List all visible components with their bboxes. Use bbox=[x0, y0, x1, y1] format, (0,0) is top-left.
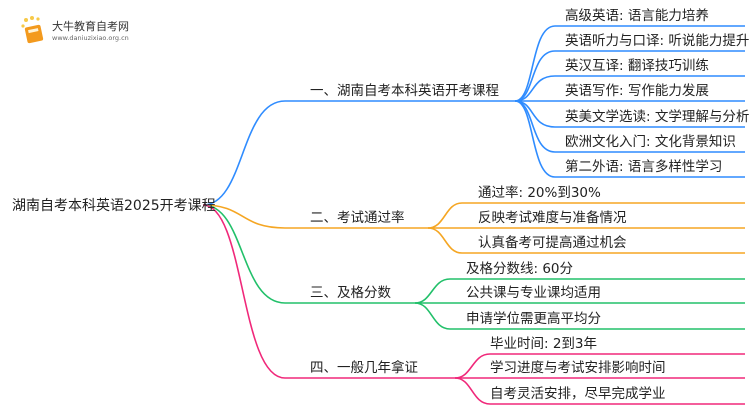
branch-1-item: 欧洲文化入门: 文化背景知识 bbox=[565, 134, 736, 150]
branch-2-label: 二、考试通过率 bbox=[310, 210, 405, 226]
root-topic: 湖南自考本科英语2025开考课程 bbox=[12, 198, 216, 214]
branch-1-item: 第二外语: 语言多样性学习 bbox=[565, 159, 723, 175]
branch-3-item: 及格分数线: 60分 bbox=[466, 261, 574, 277]
branch-1-label: 一、湖南自考本科英语开考课程 bbox=[310, 83, 499, 99]
branch-2-item: 认真备考可提高通过机会 bbox=[478, 235, 627, 251]
branch-3-item: 申请学位需更高平均分 bbox=[466, 311, 601, 327]
branch-1-item: 英语写作: 写作能力发展 bbox=[565, 83, 709, 99]
branch-1-item: 英汉互译: 翻译技巧训练 bbox=[565, 58, 709, 74]
logo-title: 大牛教育自考网 bbox=[52, 20, 129, 33]
branch-3-connectors bbox=[202, 204, 745, 330]
logo: 大牛教育自考网 www.daniuzixiao.org.cn bbox=[20, 16, 180, 46]
branch-1-item: 英美文学选读: 文学理解与分析 bbox=[565, 109, 750, 125]
branch-4-connectors bbox=[202, 204, 745, 405]
branch-1-item: 英语听力与口译: 听说能力提升 bbox=[565, 33, 750, 49]
branch-2-item: 反映考试难度与准备情况 bbox=[478, 210, 627, 226]
branch-4-item: 自考灵活安排，尽早完成学业 bbox=[490, 386, 666, 402]
branch-2-item: 通过率: 20%到30% bbox=[478, 185, 601, 201]
branch-3-item: 公共课与专业课均适用 bbox=[466, 285, 601, 301]
branch-4-label: 四、一般几年拿证 bbox=[310, 360, 418, 376]
branch-2-connectors bbox=[202, 202, 745, 254]
logo-url: www.daniuzixiao.org.cn bbox=[52, 34, 129, 42]
branch-4-item: 毕业时间: 2到3年 bbox=[490, 336, 598, 352]
branch-1-item: 高级英语: 语言能力培养 bbox=[565, 8, 709, 24]
branch-4-item: 学习进度与考试安排影响时间 bbox=[490, 360, 666, 376]
book-logo-icon bbox=[21, 16, 44, 44]
branch-1-connectors bbox=[202, 25, 745, 206]
branch-3-label: 三、及格分数 bbox=[310, 285, 391, 301]
